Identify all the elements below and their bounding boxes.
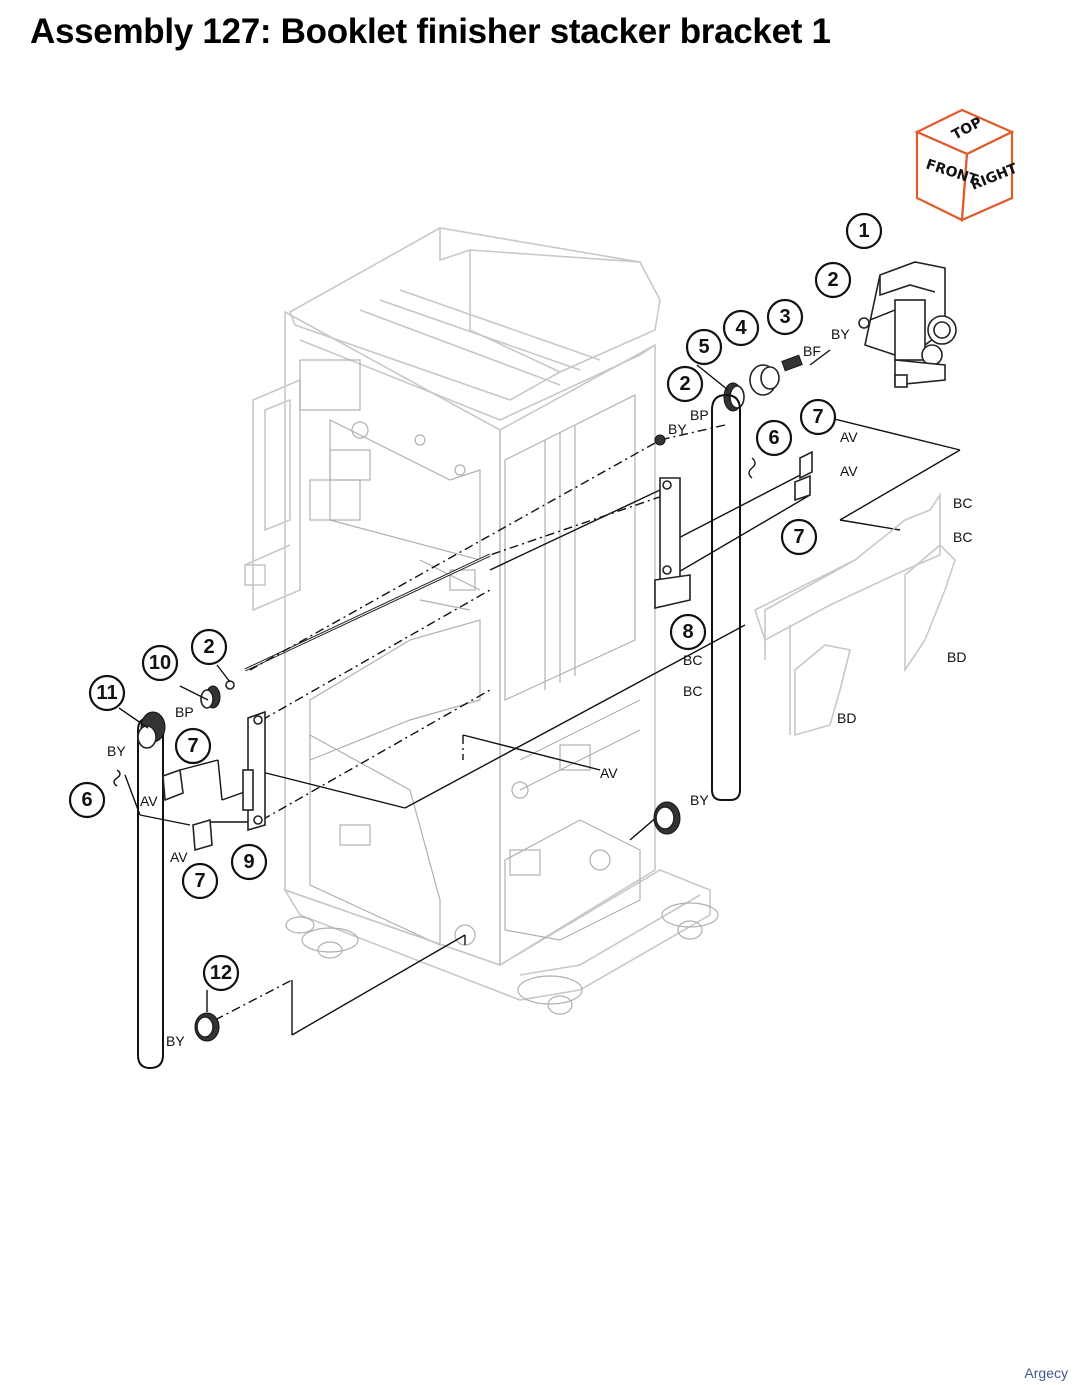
stacker-bracket: [754, 492, 956, 737]
code-label: AV: [840, 463, 858, 479]
code-label: BF: [803, 343, 821, 359]
callout-7c: 7: [174, 727, 212, 765]
callout-6a: 6: [755, 419, 793, 457]
callout-2c: 2: [190, 628, 228, 666]
callout-2a: 2: [814, 261, 852, 299]
top-gear-parts: [654, 317, 870, 446]
code-label: BY: [166, 1033, 185, 1049]
callout-7d: 7: [181, 862, 219, 900]
clips: [113, 450, 813, 852]
callout-9-number: 9: [243, 851, 254, 873]
code-label: BP: [690, 407, 709, 423]
callout-11: 11: [88, 674, 126, 712]
watermark-text: Argecy: [1024, 1365, 1068, 1381]
callout-3-number: 3: [779, 306, 790, 328]
code-label: BY: [831, 326, 850, 342]
callout-2a-number: 2: [827, 269, 838, 291]
callout-7b: 7: [780, 518, 818, 556]
code-label: AV: [140, 793, 158, 809]
finisher-frame: [244, 227, 719, 1015]
callout-9: 9: [230, 843, 268, 881]
callout-7d-number: 7: [194, 870, 205, 892]
callout-7a-number: 7: [812, 406, 823, 428]
bracket-9: [242, 710, 266, 832]
code-label: BP: [175, 704, 194, 720]
pulley-11: [137, 711, 166, 749]
callout-bubbles: 1 2 3 4 5 2 6 7 7 8 10 2 11 7 6 7 9 12: [68, 212, 883, 992]
connection-codes: BY BF BP BY AV AV BC BC BC BC BD BD BP B…: [107, 326, 972, 1049]
callout-1: 1: [845, 212, 883, 250]
callout-3: 3: [766, 298, 804, 336]
callout-2b-number: 2: [679, 373, 690, 395]
code-label: BC: [683, 683, 702, 699]
leader-lines: [124, 412, 961, 1036]
callout-10: 10: [141, 644, 179, 682]
callout-6b: 6: [68, 781, 106, 819]
callout-4: 4: [722, 309, 760, 347]
bracket-8: [654, 477, 691, 610]
code-label: BC: [953, 495, 972, 511]
left-gear-parts: [118, 364, 729, 1042]
callout-2c-number: 2: [203, 636, 214, 658]
callout-12-number: 12: [210, 962, 232, 984]
shaft: [244, 553, 491, 672]
code-label: BY: [690, 792, 709, 808]
callout-4-number: 4: [735, 317, 747, 339]
code-label: AV: [170, 849, 188, 865]
code-label: AV: [600, 765, 618, 781]
callout-11-number: 11: [96, 682, 117, 704]
code-label: BY: [107, 743, 126, 759]
orientation-cube: TOP FRONT RIGHT: [914, 108, 1020, 222]
callout-10-number: 10: [149, 652, 171, 674]
gear-right-lower: [653, 801, 681, 835]
callout-7b-number: 7: [793, 526, 804, 548]
callout-7a: 7: [799, 398, 837, 436]
callout-8: 8: [669, 613, 707, 651]
gear-12: [194, 1012, 220, 1042]
callout-2b: 2: [666, 365, 704, 403]
pulley-4: [749, 364, 780, 396]
code-label: BC: [683, 652, 702, 668]
callout-12: 12: [202, 954, 240, 992]
callout-1-number: 1: [858, 220, 869, 242]
code-label: AV: [840, 429, 858, 445]
code-label: BD: [947, 649, 966, 665]
callout-5: 5: [685, 328, 723, 366]
code-label: BY: [668, 421, 687, 437]
code-label: BD: [837, 710, 856, 726]
callout-7c-number: 7: [187, 735, 198, 757]
callout-6a-number: 6: [768, 427, 779, 449]
spring-3: [781, 354, 803, 372]
page-title: Assembly 127: Booklet finisher stacker b…: [30, 12, 831, 51]
callout-6b-number: 6: [81, 789, 92, 811]
callout-8-number: 8: [682, 621, 693, 643]
gear-10: [200, 685, 221, 709]
code-label: BC: [953, 529, 972, 545]
bracket-assembly-1: [864, 261, 957, 388]
callout-5-number: 5: [698, 336, 709, 358]
